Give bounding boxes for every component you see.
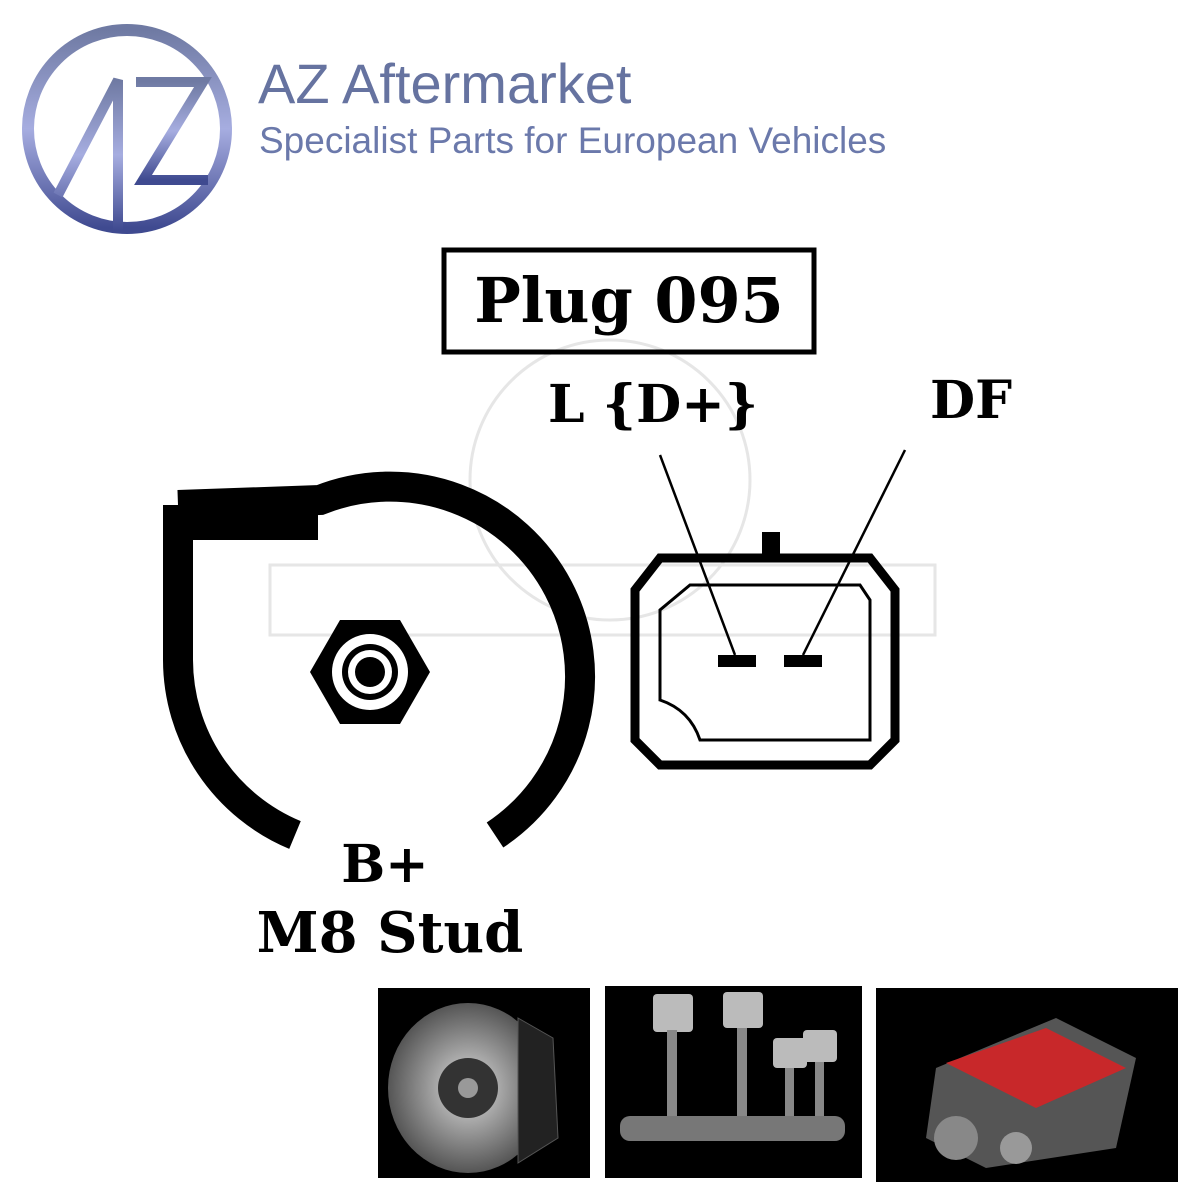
alternator-outline (163, 471, 595, 849)
m8-stud-label: M8 Stud (257, 900, 524, 966)
pistons-photo (605, 986, 862, 1178)
b-plus-stud (310, 620, 430, 724)
connector-outline (630, 449, 907, 770)
engine-photo (876, 988, 1178, 1182)
plug-label: Plug 095 (474, 264, 784, 337)
b-plus-label: B+ (341, 834, 429, 895)
watermark (268, 338, 937, 637)
terminal-l-label: L {D+} (548, 374, 758, 435)
brand-name: AZ Aftermarket (258, 52, 632, 115)
brake-disc-photo (378, 988, 590, 1178)
terminal-df-label: DF (930, 370, 1012, 431)
az-logo (22, 24, 232, 234)
plug-diagram: Plug 095 L {D+} DF B+ M8 Stud (163, 247, 1012, 966)
brand-tagline: Specialist Parts for European Vehicles (259, 120, 887, 161)
plug-label-box (441, 247, 817, 355)
